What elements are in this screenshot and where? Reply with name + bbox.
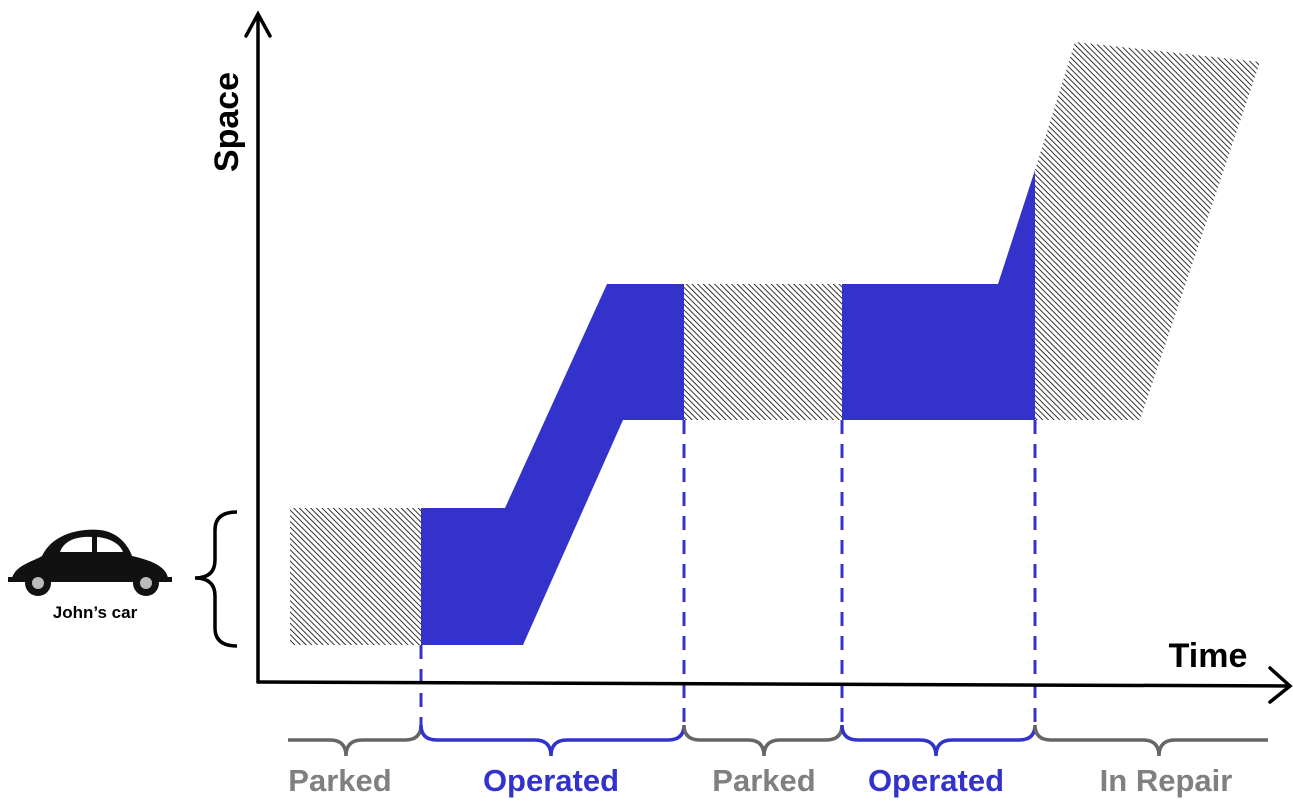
y-axis-label: Space — [208, 72, 246, 172]
phase-label-parked-1: Parked — [288, 763, 391, 798]
phase-boundaries — [419, 420, 1037, 725]
parked-region-2 — [684, 284, 842, 420]
car-label: John’s car — [53, 603, 138, 622]
phase-brace-operated-1 — [419, 724, 686, 757]
phase-label-parked-2: Parked — [712, 763, 815, 798]
x-axis-arrowhead — [1268, 666, 1293, 704]
phase-label-repair: In Repair — [1100, 763, 1233, 798]
phase-braces — [288, 724, 1268, 757]
x-axis — [256, 680, 1290, 688]
car-height-brace — [194, 510, 238, 648]
phase-brace-repair — [1033, 724, 1268, 757]
repair-region — [1035, 42, 1260, 420]
phase-brace-parked-2 — [682, 724, 844, 757]
axes — [244, 10, 1293, 704]
operated-region-2 — [842, 170, 1035, 420]
operated-region-1 — [421, 284, 684, 645]
parked-region-1 — [290, 508, 421, 645]
car-icon — [8, 529, 172, 596]
phase-label-operated-1: Operated — [483, 763, 619, 798]
phase-label-operated-2: Operated — [868, 763, 1004, 798]
phase-brace-parked-1 — [288, 724, 423, 757]
y-axis-arrowhead — [244, 10, 272, 38]
x-axis-label: Time — [1169, 637, 1248, 675]
phase-brace-operated-2 — [840, 724, 1037, 757]
